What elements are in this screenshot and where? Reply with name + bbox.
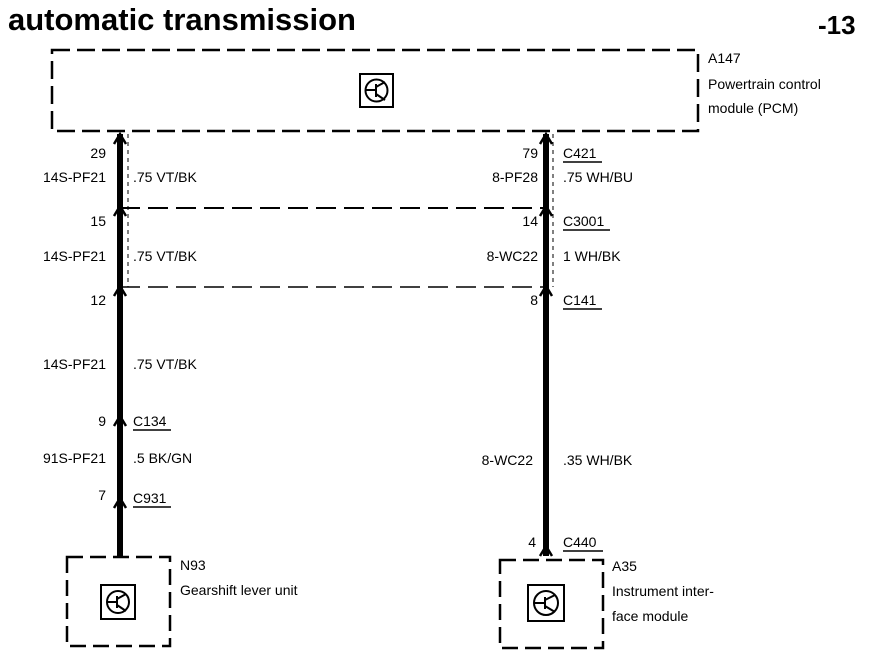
left-wire [112,131,128,556]
right-pin-c141: 8 [530,292,538,308]
left-color-1: .75 VT/BK [133,169,197,185]
pcm-name-line1: Powertrain control [708,76,821,92]
right-circuit-2: 8-WC22 [487,248,539,264]
left-circuit-2: 14S-PF21 [43,248,106,264]
right-color-1: .75 WH/BU [563,169,633,185]
left-circuit-4: 91S-PF21 [43,450,106,466]
gearshift-unit-icon [100,584,136,620]
left-color-3: .75 VT/BK [133,356,197,372]
right-pin-pcm: 79 [522,145,538,161]
connector-c3001-outline [120,134,554,288]
right-pin-c3001: 14 [522,213,538,229]
right-color-3: .35 WH/BK [563,452,633,468]
gearshift-name: Gearshift lever unit [180,582,298,598]
page-number: -13 [818,10,856,40]
left-pin-c3001: 15 [90,213,106,229]
diagram-title: automatic transmission [8,2,356,37]
instrument-module-box [498,558,605,650]
right-circuit-3: 8-WC22 [482,452,534,468]
right-circuit-1: 8-PF28 [492,169,538,185]
gearshift-unit-box [65,555,172,648]
left-pin-c134: 9 [98,413,106,429]
connector-c134-label: C134 [133,413,167,429]
pcm-name-line2: module (PCM) [708,100,798,116]
left-color-2: .75 VT/BK [133,248,197,264]
connector-c440-label: C440 [563,534,597,550]
left-pin-c141: 12 [90,292,106,308]
instrument-name-line2: face module [612,608,688,624]
right-color-2: 1 WH/BK [563,248,621,264]
connector-c141-label: C141 [563,292,597,308]
pcm-module-icon [359,73,394,108]
left-color-4: .5 BK/GN [133,450,192,466]
pcm-id: A147 [708,50,741,66]
right-pin-c440: 4 [528,534,536,550]
connector-c3001-label: C3001 [563,213,604,229]
left-circuit-1: 14S-PF21 [43,169,106,185]
connector-c421-label: C421 [563,145,597,161]
pcm-module-box [50,48,700,133]
gearshift-id: N93 [180,557,206,573]
connector-c931-label: C931 [133,490,167,506]
left-circuit-3: 14S-PF21 [43,356,106,372]
left-pin-c931: 7 [98,487,106,503]
instrument-name-line1: Instrument inter- [612,583,714,599]
instrument-module-icon [527,584,565,622]
left-pin-pcm: 29 [90,145,106,161]
right-wire [538,131,554,557]
instrument-id: A35 [612,558,637,574]
